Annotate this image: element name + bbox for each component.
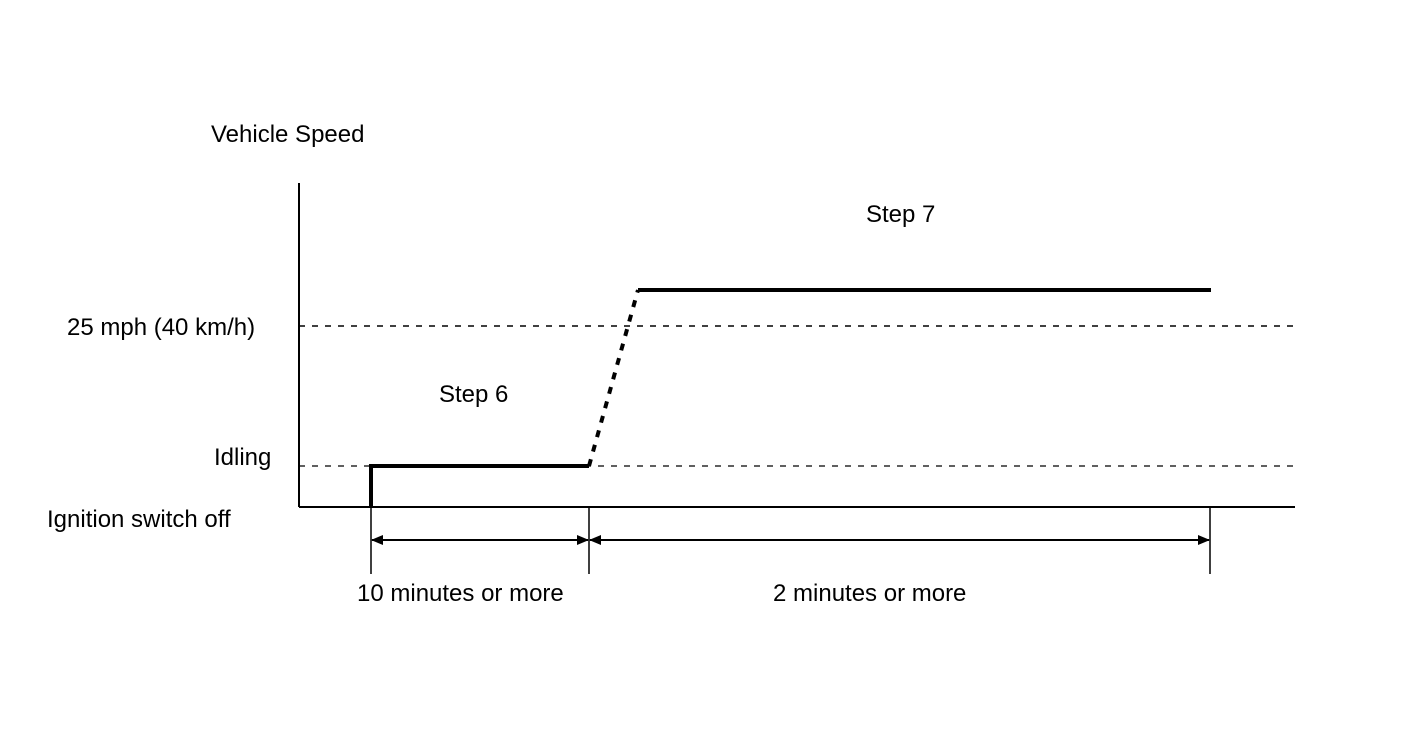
ignition-off-label: Ignition switch off: [47, 506, 231, 533]
step6-duration-label: 10 minutes or more: [357, 580, 564, 607]
y-axis-title: Vehicle Speed: [211, 121, 364, 148]
step6-label: Step 6: [439, 381, 508, 408]
acceleration-dotted-line: [587, 289, 640, 467]
step6-speed-profile: [369, 464, 589, 507]
step7-duration-label: 2 minutes or more: [773, 580, 966, 607]
step7-label: Step 7: [866, 201, 935, 228]
idling-label: Idling: [214, 444, 271, 471]
speed-25-label: 25 mph (40 km/h): [67, 314, 255, 341]
